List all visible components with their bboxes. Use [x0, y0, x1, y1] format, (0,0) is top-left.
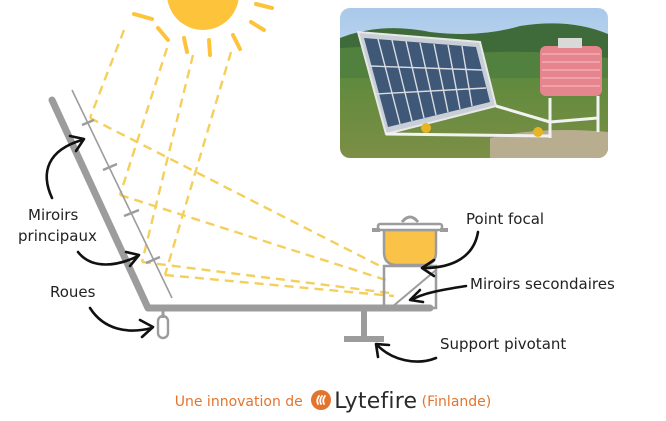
footer-suffix: (Finlande)	[421, 394, 492, 410]
label-focal-point: Point focal	[466, 210, 545, 228]
pointer-arrows	[45, 134, 480, 363]
solar-concentrator-photo	[340, 8, 608, 158]
wheel-icon	[156, 310, 170, 340]
arrow-focal-point	[422, 230, 480, 270]
reflected-rays	[89, 116, 395, 298]
footer-brand: Lytefire	[334, 389, 418, 414]
label-secondary-mirrors: Miroirs secondaires	[470, 275, 615, 293]
arrow-pivot-support	[375, 343, 438, 363]
label-main-mirrors-line2: principaux	[18, 227, 97, 245]
arrow-main-mirrors-bottom	[76, 250, 140, 266]
label-pivot-support: Support pivotant	[440, 335, 567, 353]
lytefire-logo-icon	[311, 390, 332, 410]
pot-icon	[372, 215, 448, 267]
arrow-main-mirrors-top	[45, 138, 84, 200]
label-main-mirrors-line1: Miroirs	[28, 206, 79, 224]
main-mirror-frame	[48, 89, 434, 312]
footer-prefix: Une innovation de	[174, 394, 303, 410]
credit-footer: Une innovation de Lytefire (Finlande)	[0, 390, 666, 413]
incoming-sun-rays	[88, 29, 233, 276]
arrow-secondary-mirrors	[410, 284, 468, 302]
arrow-wheels	[88, 306, 154, 332]
label-wheels: Roues	[50, 283, 96, 301]
sun-icon	[132, 0, 274, 57]
